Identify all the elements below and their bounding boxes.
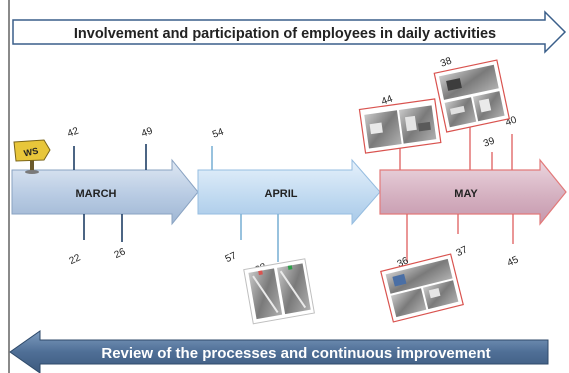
month-arrow-may: MAY (379, 158, 567, 226)
top-banner-text: Involvement and participation of employe… (74, 26, 496, 42)
month-label-april: APRIL (265, 188, 298, 200)
month-arrow-march: MARCH (11, 158, 199, 226)
signpost-text: WS (23, 146, 39, 159)
photo-36 (380, 253, 464, 323)
marker-label-57: 57 (224, 250, 239, 265)
marker-label-54: 54 (211, 126, 226, 140)
marker-label-26: 26 (113, 246, 128, 261)
marker-labels: 42 49 22 26 54 57 33 44 38 39 40 36 37 4… (66, 55, 521, 276)
photo-33 (243, 258, 315, 325)
marker-label-37: 37 (455, 244, 470, 259)
photo-44 (358, 98, 442, 154)
month-label-march: MARCH (76, 188, 117, 200)
may-markers (399, 122, 514, 262)
marker-label-49: 49 (140, 125, 155, 139)
april-markers (211, 146, 279, 262)
marker-label-22: 22 (68, 252, 83, 267)
month-arrow-april: APRIL (197, 158, 381, 226)
month-label-may: MAY (454, 188, 478, 200)
ws-signpost: WS (13, 139, 51, 174)
marker-label-45: 45 (506, 254, 521, 269)
march-markers (73, 144, 147, 242)
marker-label-38: 38 (439, 55, 454, 69)
photo-38 (433, 59, 511, 133)
bottom-banner-text: Review of the processes and continuous i… (101, 345, 490, 362)
bottom-banner-arrow: Review of the processes and continuous i… (9, 330, 549, 373)
marker-label-39: 39 (482, 135, 497, 149)
top-banner-arrow: Involvement and participation of employe… (12, 10, 567, 54)
marker-label-44: 44 (380, 93, 395, 107)
marker-label-42: 42 (66, 125, 81, 139)
